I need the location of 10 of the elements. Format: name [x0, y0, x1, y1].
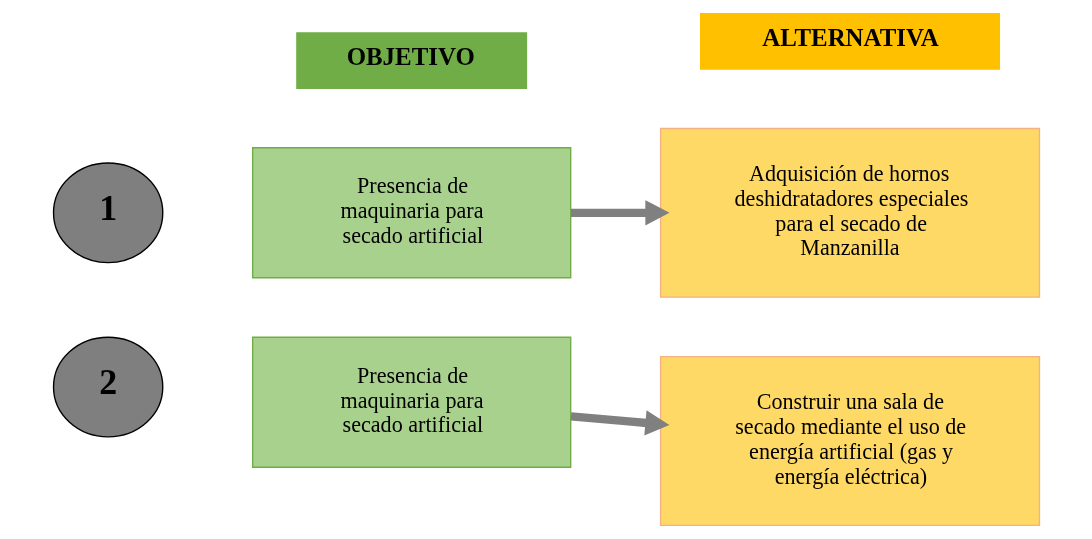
node-circle: 1	[52, 162, 163, 264]
node-box: ALTERNATIVA	[699, 13, 1000, 70]
node-circle: 2	[52, 336, 163, 438]
arrow	[570, 410, 669, 436]
node-box: Construir una sala de secado mediante el uso de energía artificial (gas y energía eléctrica)	[659, 355, 1040, 526]
node-box: OBJETIVO	[295, 32, 527, 90]
node-box: Presencia de maquinaria para secado artificial	[251, 336, 571, 468]
node-box: Presencia de maquinaria para secado artificial	[251, 147, 571, 279]
node-box: Adquisición de hornos deshidratadores especiales para el secado de Manzanilla	[659, 127, 1040, 298]
arrow	[570, 200, 669, 226]
